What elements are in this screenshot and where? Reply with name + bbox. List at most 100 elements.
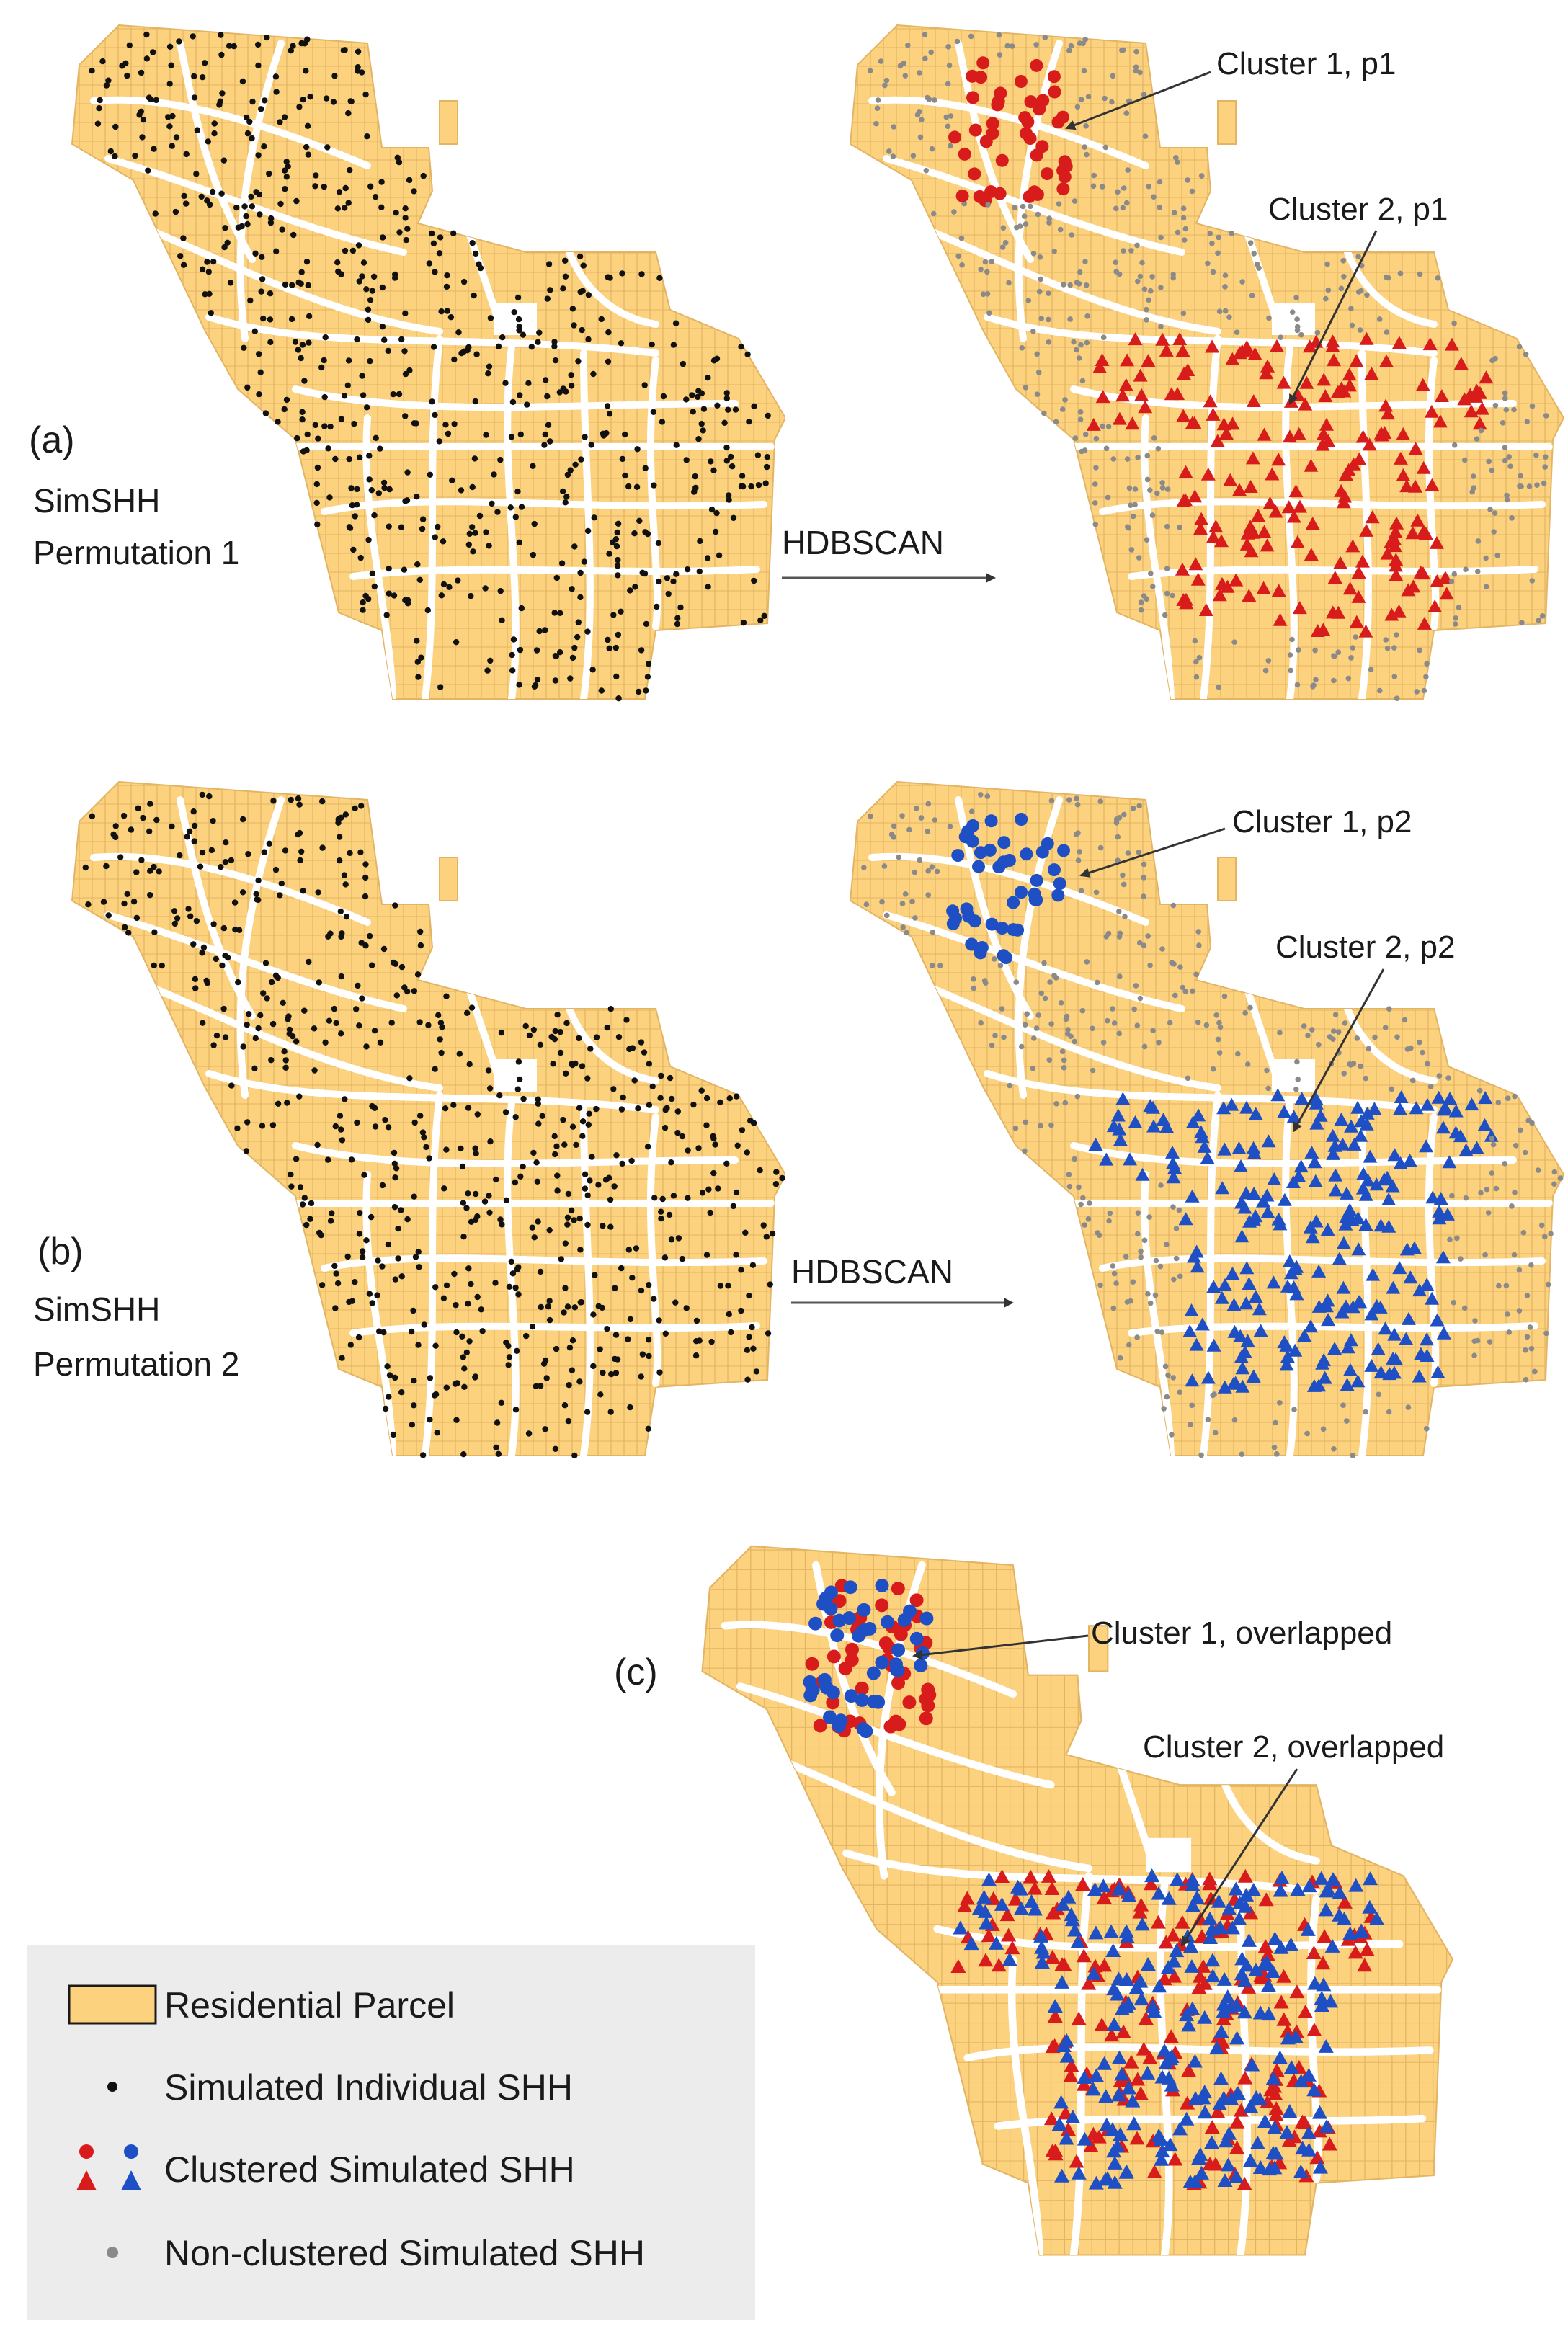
simulated-individual-shh: [337, 908, 344, 915]
clustered-shh-cluster2: [1214, 1291, 1229, 1304]
simulated-individual-shh: [552, 1028, 558, 1035]
simulated-individual-shh: [739, 483, 747, 490]
simulated-individual-shh: [174, 915, 181, 922]
simulated-individual-shh: [145, 167, 151, 174]
simulated-individual-shh: [751, 577, 757, 584]
simulated-individual-shh: [303, 1221, 310, 1229]
nonclustered-shh: [1128, 547, 1135, 553]
simulated-individual-shh: [509, 398, 517, 406]
nonclustered-shh: [992, 1033, 998, 1038]
simulated-individual-shh: [514, 488, 521, 495]
clustered-shh-cluster2: [1205, 339, 1220, 353]
clustered-shh-cluster2: [1247, 1187, 1262, 1200]
simulated-individual-shh: [515, 316, 522, 323]
nonclustered-shh: [971, 985, 976, 991]
clustered-shh-cluster2: [1338, 1217, 1353, 1231]
nonclustered-shh: [1316, 1042, 1322, 1048]
simulated-individual-shh: [605, 329, 612, 336]
simulated-individual-shh: [721, 419, 728, 426]
nonclustered-shh: [1391, 674, 1398, 679]
clustered-shh-cluster1: [875, 1598, 889, 1613]
nonclustered-shh: [1046, 215, 1052, 221]
nonclustered-shh: [1309, 1027, 1315, 1033]
nonclustered-shh: [1188, 1422, 1193, 1427]
simulated-individual-shh: [598, 687, 605, 694]
legend-nonclustered-label: Non-clustered Simulated SHH: [164, 2233, 645, 2273]
nonclustered-shh: [1102, 144, 1109, 151]
nonclustered-shh: [1115, 189, 1121, 195]
nonclustered-shh: [1528, 1345, 1535, 1352]
simulated-individual-shh: [322, 1039, 329, 1046]
clustered-shh-cluster2: [1092, 360, 1108, 373]
nonclustered-shh: [1493, 1185, 1500, 1192]
clustered-shh-cluster2: [1396, 468, 1411, 481]
simulated-individual-shh: [294, 434, 300, 442]
simulated-individual-shh: [674, 615, 681, 621]
simulated-individual-shh: [779, 1174, 785, 1182]
clustered-shh-cluster2: [1076, 2077, 1092, 2091]
simulated-individual-shh: [190, 808, 197, 815]
simulated-individual-shh: [582, 434, 588, 440]
clustered-shh-cluster2: [1307, 1976, 1323, 1990]
simulated-individual-shh: [436, 250, 443, 257]
panel-a-title-2: Permutation 1: [33, 534, 240, 571]
clustered-shh-cluster2: [1128, 1115, 1143, 1128]
simulated-individual-shh: [723, 1160, 730, 1167]
simulated-individual-shh: [395, 1225, 401, 1232]
simulated-individual-shh: [468, 592, 474, 599]
clustered-shh-cluster2: [1358, 1187, 1373, 1201]
nonclustered-shh: [1146, 297, 1152, 303]
nonclustered-shh: [1210, 1392, 1216, 1399]
simulated-individual-shh: [326, 1017, 333, 1024]
clustered-shh-cluster2: [1191, 2151, 1207, 2165]
nonclustered-shh: [1141, 875, 1146, 881]
clustered-shh-cluster2: [1472, 416, 1487, 430]
nonclustered-shh: [1502, 1161, 1508, 1167]
nonclustered-shh: [1100, 423, 1106, 429]
nonclustered-shh: [1106, 1218, 1112, 1224]
simulated-individual-shh: [183, 151, 190, 158]
clustered-shh-cluster2: [1359, 523, 1374, 537]
simulated-individual-shh: [364, 133, 370, 140]
simulated-individual-shh: [338, 416, 345, 422]
simulated-individual-shh: [344, 1253, 351, 1260]
nonclustered-shh: [1164, 1394, 1170, 1400]
simulated-individual-shh: [476, 512, 484, 520]
simulated-individual-shh: [122, 924, 128, 931]
clustered-shh-cluster2: [1425, 1190, 1440, 1204]
clustered-shh-cluster2: [1388, 539, 1402, 553]
clustered-shh-cluster1: [1020, 127, 1033, 141]
nonclustered-shh: [1170, 272, 1176, 277]
nonclustered-shh: [1107, 1210, 1113, 1216]
nonclustered-shh: [1042, 35, 1048, 40]
simulated-individual-shh: [255, 1025, 262, 1032]
clustered-shh-cluster2: [1286, 509, 1301, 523]
simulated-individual-shh: [267, 290, 274, 297]
nonclustered-shh: [1074, 801, 1081, 808]
simulated-individual-shh: [259, 276, 266, 282]
simulated-individual-shh: [383, 612, 390, 618]
clustered-shh-cluster2: [1419, 1139, 1434, 1153]
simulated-individual-shh: [755, 482, 762, 489]
nonclustered-shh: [1451, 571, 1458, 577]
simulated-individual-shh: [684, 566, 691, 573]
simulated-individual-shh: [613, 543, 620, 550]
panel-b-label: (b): [37, 1231, 84, 1272]
nonclustered-shh: [945, 123, 951, 130]
clustered-shh-cluster2: [1353, 1924, 1369, 1938]
simulated-individual-shh: [208, 847, 215, 854]
nonclustered-shh: [1222, 284, 1228, 290]
clustered-shh-cluster1: [984, 814, 998, 828]
clustered-shh-cluster2: [1322, 2136, 1337, 2151]
nonclustered-shh: [1038, 1123, 1043, 1129]
nonclustered-shh: [1471, 485, 1477, 491]
clustered-shh-cluster2: [1484, 1128, 1499, 1142]
nonclustered-shh: [1130, 513, 1136, 520]
nonclustered-shh: [1144, 306, 1149, 313]
simulated-individual-shh: [499, 334, 506, 341]
nonclustered-shh: [1314, 329, 1321, 336]
nonclustered-shh: [925, 829, 930, 834]
simulated-individual-shh: [502, 1109, 509, 1115]
simulated-individual-shh: [311, 1025, 318, 1032]
simulated-individual-shh: [289, 282, 295, 288]
